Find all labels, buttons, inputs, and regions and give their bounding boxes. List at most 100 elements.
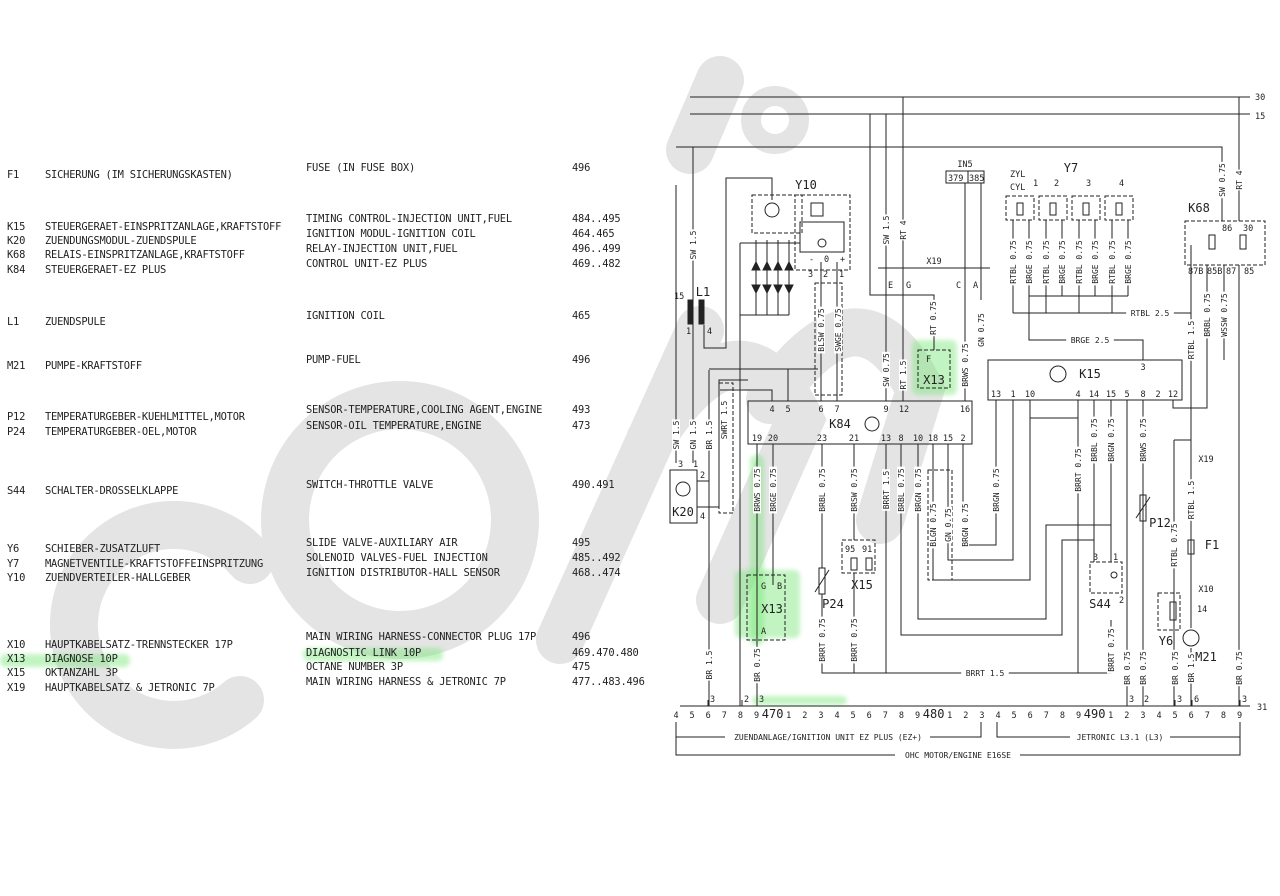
component-label: Y6 xyxy=(1159,634,1173,648)
wire-label: SW 1.5 xyxy=(689,230,698,259)
pin-label: 85B xyxy=(1207,267,1222,277)
bus-terminal-number: 1 xyxy=(1108,711,1113,721)
pin-label: 3 xyxy=(1177,695,1182,705)
k84-pin: 12 xyxy=(899,405,909,415)
component-l1 xyxy=(687,299,705,325)
legend-code: S44 xyxy=(7,485,26,497)
legend-pages: 469..482 xyxy=(572,258,621,270)
k68-box xyxy=(1184,220,1266,266)
legend-english: RELAY-INJECTION UNIT,FUEL xyxy=(306,243,458,255)
k84-pin: 5 xyxy=(785,405,790,415)
pin-label: 2 xyxy=(744,695,749,705)
wire-label: RTBL 0.75 xyxy=(1108,240,1117,284)
component-label: K15 xyxy=(1079,367,1101,381)
pin-label: 2 xyxy=(1054,179,1059,189)
k84-symbol-icon xyxy=(864,416,880,432)
bus-terminal-number: 480 xyxy=(923,707,945,721)
legend-pages: 469.470.480 xyxy=(572,647,639,659)
bus-terminal-number: 9 xyxy=(915,711,920,721)
wire-label: BRBL 0.75 xyxy=(897,468,906,512)
wire-label: BLGN 0.75 xyxy=(929,503,938,547)
wire-label: BRRT 0.75 xyxy=(1107,628,1116,672)
component-label: K20 xyxy=(672,505,694,519)
pin-label: 87 xyxy=(1226,267,1236,277)
pin-label: CYL xyxy=(1010,183,1025,193)
k84-pin: 16 xyxy=(960,405,970,415)
pin-label: 0 xyxy=(824,255,829,265)
bus-terminal-number: 6 xyxy=(1028,711,1033,721)
legend-german: TEMPERATURGEBER-KUEHLMITTEL,MOTOR xyxy=(45,411,245,423)
highlight-legend-x13-en xyxy=(303,648,443,661)
legend-pages: 496..499 xyxy=(572,243,621,255)
legend-code: X13 xyxy=(7,653,26,665)
pin-label: 1 xyxy=(1033,179,1038,189)
component-label: X13 xyxy=(761,602,783,616)
s44-box xyxy=(1089,561,1123,594)
pin-label: 4 xyxy=(700,512,705,522)
bus-terminal-number: 3 xyxy=(818,711,823,721)
wire-label: BRBL 0.75 xyxy=(818,468,827,512)
pin-label: 3 xyxy=(759,695,764,705)
bus-terminal-number: 4 xyxy=(673,711,678,721)
legend-code: P24 xyxy=(7,426,26,438)
highlight-bus xyxy=(752,696,847,705)
k15-pin: 1 xyxy=(1010,390,1015,400)
bus-terminal-number: 2 xyxy=(802,711,807,721)
k15-pin: 12 xyxy=(1168,390,1178,400)
pin-label: 3 xyxy=(1129,695,1134,705)
bus-terminal-number: 8 xyxy=(1060,711,1065,721)
pin-label: 14 xyxy=(1197,605,1207,615)
legend-code: Y6 xyxy=(7,543,20,555)
wire-label: BRGE 0.75 xyxy=(1091,240,1100,284)
pin-label: F xyxy=(926,355,931,365)
legend-german: HAUPTKABELSATZ & JETRONIC 7P xyxy=(45,682,215,694)
legend-english: SOLENOID VALVES-FUEL INJECTION xyxy=(306,552,488,564)
bus-terminal-number: 5 xyxy=(690,711,695,721)
pin-label: 2 xyxy=(1119,596,1124,606)
component-y10 xyxy=(751,194,851,295)
bracket-lines xyxy=(675,722,1241,756)
k84-pin: 21 xyxy=(849,434,859,444)
legend-pages: 496 xyxy=(572,631,591,643)
component-label: X19 xyxy=(926,257,941,267)
wire-label: SW 0.75 xyxy=(882,353,891,387)
wire-label: SWRT 1.5 xyxy=(720,401,729,440)
wire-label: BRRT 0.75 xyxy=(1074,448,1083,492)
bus-terminal-number: 6 xyxy=(867,711,872,721)
wire-label: BRBL 0.75 xyxy=(1203,293,1212,337)
x13-lower-box xyxy=(746,574,786,641)
k84-pin: 19 xyxy=(752,434,762,444)
bus-terminal-number: 7 xyxy=(1205,711,1210,721)
pin-label: - xyxy=(809,255,814,265)
legend-pages: 496 xyxy=(572,162,591,174)
bus-terminal-number: 3 xyxy=(979,711,984,721)
wire-label: BRWS 0.75 xyxy=(961,343,970,387)
wire-label: RTBL 0.75 xyxy=(1042,240,1051,284)
pin-label: 1 xyxy=(839,270,844,280)
component-label: IN5 xyxy=(957,160,972,170)
wire-label: BLSW 0.75 xyxy=(817,308,826,352)
legend-code: L1 xyxy=(7,316,20,328)
legend-german: ZUENDVERTEILER-HALLGEBER xyxy=(45,572,191,584)
k84-pin: 13 xyxy=(881,434,891,444)
wire-label: SW 1.5 xyxy=(882,215,891,244)
legend-code: K15 xyxy=(7,221,26,233)
component-label: S44 xyxy=(1089,597,1111,611)
legend-german: MAGNETVENTILE-KRAFTSTOFFEINSPRITZUNG xyxy=(45,558,264,570)
wire-label: RTBL 1.5 xyxy=(1187,481,1196,520)
legend-german: ZUENDUNGSMODUL-ZUENDSPULE xyxy=(45,235,197,247)
bus-terminal-number: 7 xyxy=(722,711,727,721)
pin-label: A xyxy=(973,281,978,291)
legend-english: SENSOR-TEMPERATURE,COOLING AGENT,ENGINE xyxy=(306,404,543,416)
legend-english: MAIN WIRING HARNESS & JETRONIC 7P xyxy=(306,676,506,688)
wire-label: RTBL 1.5 xyxy=(1187,321,1196,360)
wire-label: SW 1.5 xyxy=(672,420,681,449)
legend-german: SCHALTER-DROSSELKLAPPE xyxy=(45,485,179,497)
legend-english: IGNITION MODUL-IGNITION COIL xyxy=(306,228,476,240)
legend-english: SENSOR-OIL TEMPERATURE,ENGINE xyxy=(306,420,482,432)
pin-label: 3 xyxy=(710,695,715,705)
pin-label: 3 xyxy=(1086,179,1091,189)
bus-terminal-number: 7 xyxy=(883,711,888,721)
legend-code: K84 xyxy=(7,264,26,276)
legend-german: OKTANZAHL 3P xyxy=(45,667,118,679)
